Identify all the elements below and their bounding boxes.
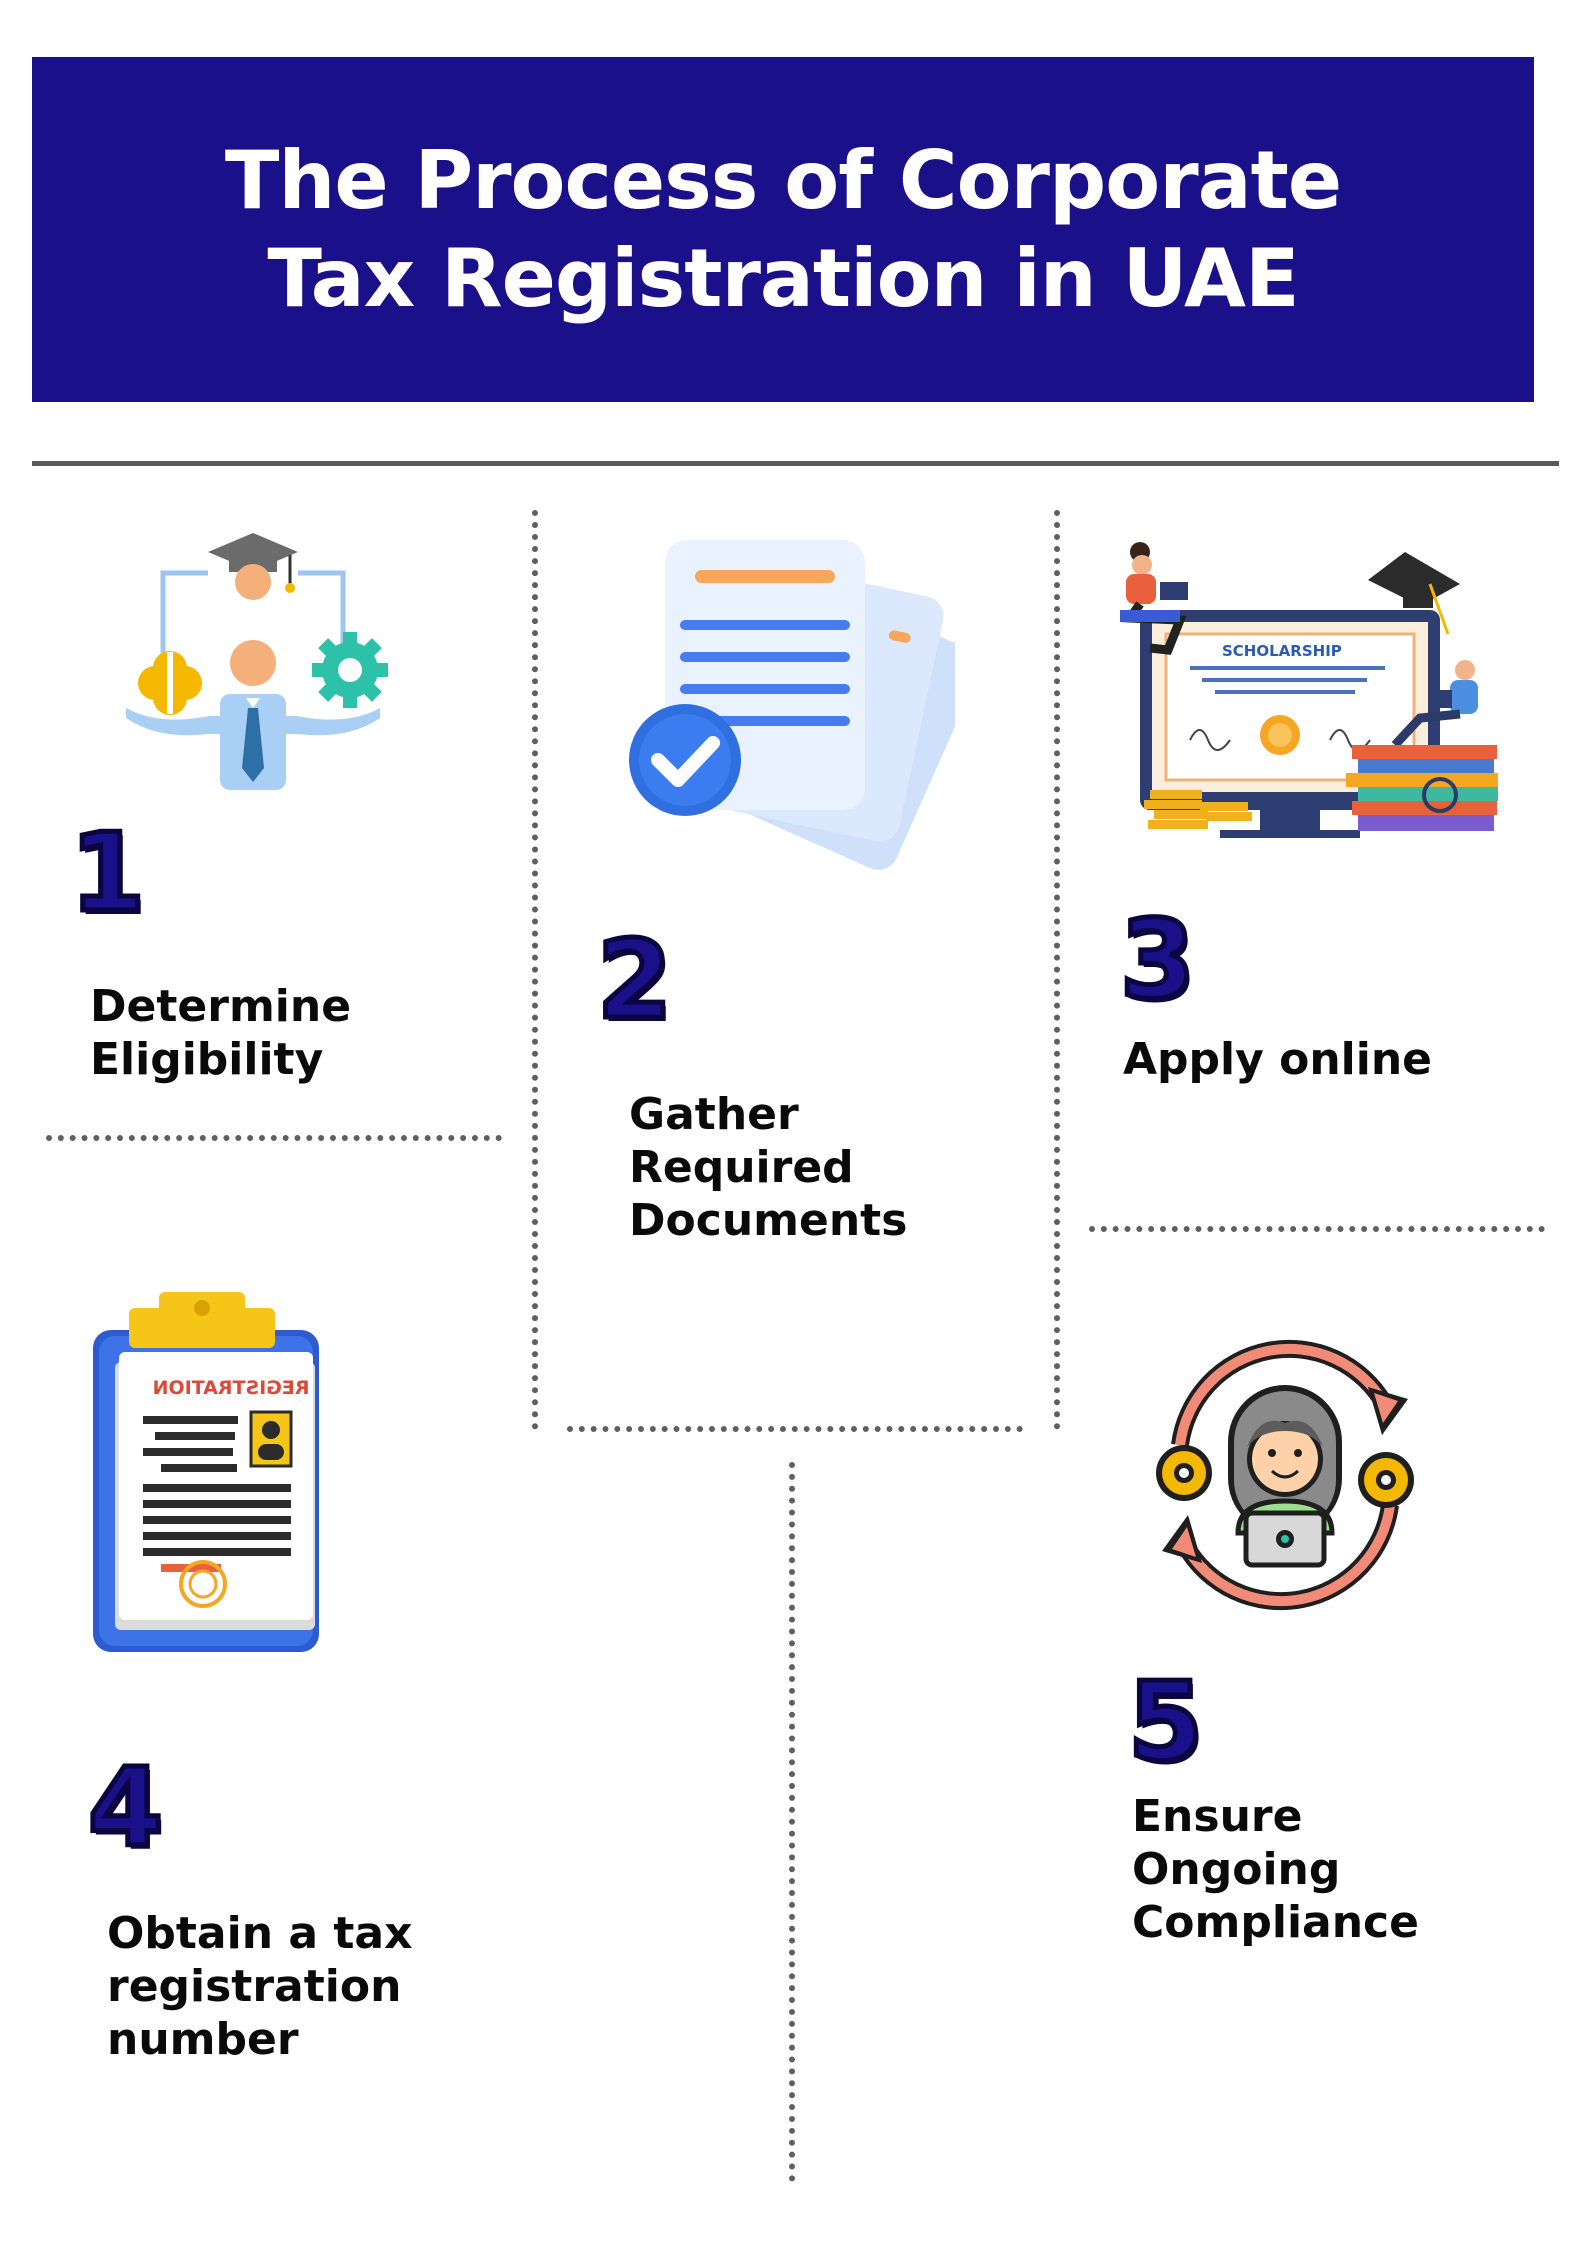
title-line-1: The Process of Corporate [224,133,1342,227]
step-5-label: Ensure Ongoing Compliance [1132,1791,1419,1948]
step-2-label: Gather Required Documents [629,1089,908,1246]
separator-horizontal-step3 [1089,1226,1545,1232]
scholarship-text: SCHOLARSHIP [1222,642,1342,660]
scholarship-monitor-icon: SCHOLARSHIP [1120,542,1498,838]
registration-text: REGISTRATION [153,1377,310,1399]
step-1-label: Determine Eligibility [90,981,352,1085]
step-4-label: Obtain a tax registration number [107,1908,413,2065]
compliance-cycle-icon [1156,1339,1414,1611]
separator-vertical-bottom [789,1462,795,2182]
header-divider [32,461,1559,466]
step-1-number: 1 [67,811,147,936]
step-2-number: 2 [594,918,674,1043]
title-banner: The Process of Corporate Tax Registratio… [32,57,1534,402]
title-line-2: Tax Registration in UAE [267,231,1299,325]
document-check-icon [629,540,955,870]
separator-horizontal-step1 [46,1135,502,1141]
separator-vertical-left [532,510,538,1430]
step-3-number: 3 [1117,898,1197,1023]
eligibility-person-icon [126,533,388,790]
registration-clipboard-icon: REGISTRATION [93,1292,319,1652]
step-5-number: 5 [1125,1660,1205,1785]
separator-horizontal-step2 [567,1426,1023,1432]
step-3-label: Apply online [1123,1034,1433,1085]
step-4-number: 4 [85,1746,165,1871]
separator-vertical-right [1054,510,1060,1430]
